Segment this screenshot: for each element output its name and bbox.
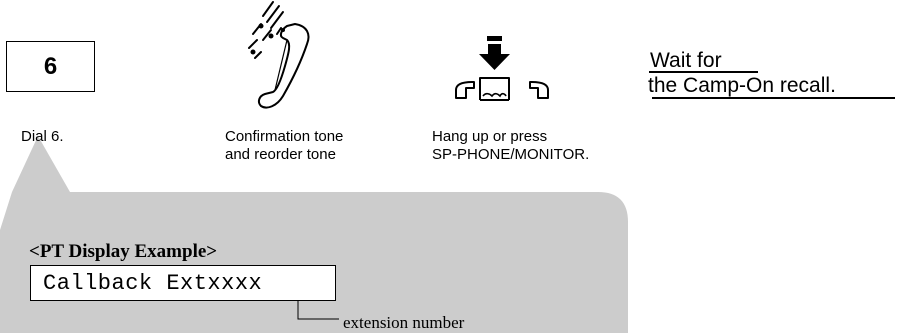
wait-line2: the Camp-On recall.: [648, 74, 836, 97]
handset-ringing-icon: [248, 1, 310, 109]
extension-number-label: extension number: [343, 313, 465, 332]
wait-underline-2: [652, 97, 895, 99]
hang-up-caption-line1: Hang up or press: [432, 128, 548, 145]
dial-key-6: 6: [6, 41, 95, 92]
extension-leader-line: [297, 301, 339, 320]
display-example-title: <PT Display Example>: [29, 241, 218, 262]
dial-caption: Dial 6.: [21, 128, 64, 145]
hang-up-caption-line2: SP-PHONE/MONITOR.: [432, 146, 590, 163]
wait-underline-1: [649, 71, 758, 73]
panel-background: [0, 136, 628, 333]
wait-instruction: Wait for the Camp-On recall.: [648, 48, 836, 98]
lcd-display: [30, 265, 336, 301]
lcd-display-text: Callback Extxxxx: [43, 271, 263, 296]
tone-caption: Confirmation tone and reorder tone: [225, 128, 343, 164]
hang-up-icon: [455, 36, 549, 101]
tone-caption-line1: Confirmation tone: [225, 128, 344, 145]
wait-line1: Wait for: [650, 49, 722, 72]
hang-up-caption: Hang up or press SP-PHONE/MONITOR.: [432, 128, 589, 164]
tone-caption-line2: and reorder tone: [225, 146, 336, 163]
